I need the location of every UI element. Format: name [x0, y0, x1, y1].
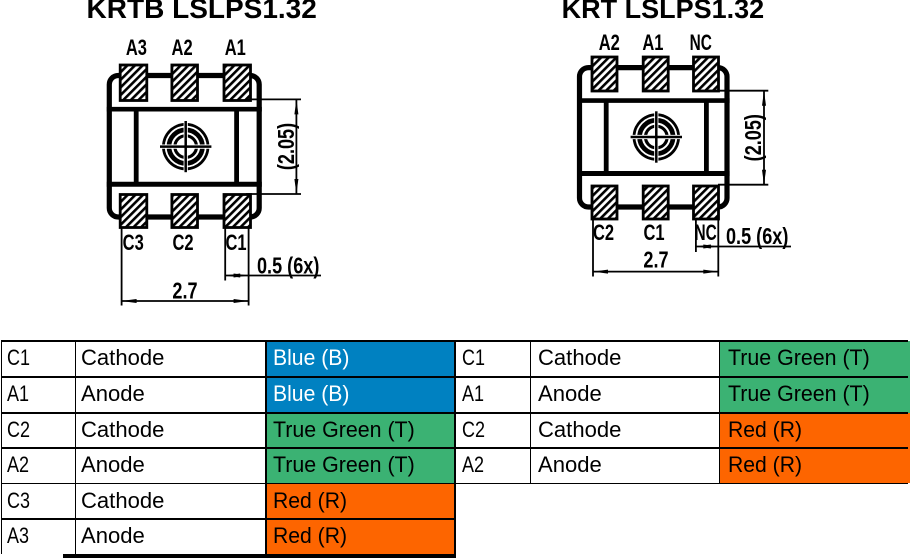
svg-text:NC: NC [694, 221, 716, 245]
svg-text:A2: A2 [172, 36, 193, 61]
svg-text:A2: A2 [599, 31, 620, 56]
svg-text:A3: A3 [126, 36, 147, 61]
svg-text:2.7: 2.7 [643, 247, 668, 273]
svg-text:C1: C1 [643, 221, 664, 246]
svg-text:0.5 (6x): 0.5 (6x) [726, 224, 788, 250]
svg-text:A1: A1 [225, 36, 246, 61]
svg-text:0.5 (6x): 0.5 (6x) [257, 253, 319, 279]
svg-text:A1: A1 [642, 31, 663, 56]
svg-text:NC: NC [690, 31, 712, 55]
svg-text:C3: C3 [123, 231, 144, 256]
svg-text:C2: C2 [593, 221, 614, 246]
svg-text:(2.05): (2.05) [741, 114, 767, 161]
svg-text:C2: C2 [172, 231, 193, 256]
svg-text:(2.05): (2.05) [274, 123, 300, 170]
svg-text:C1: C1 [225, 231, 246, 256]
svg-text:KRT LSLPS1.32: KRT LSLPS1.32 [562, 0, 765, 24]
svg-text:KRTB LSLPS1.32: KRTB LSLPS1.32 [87, 0, 317, 24]
svg-text:2.7: 2.7 [172, 278, 197, 304]
